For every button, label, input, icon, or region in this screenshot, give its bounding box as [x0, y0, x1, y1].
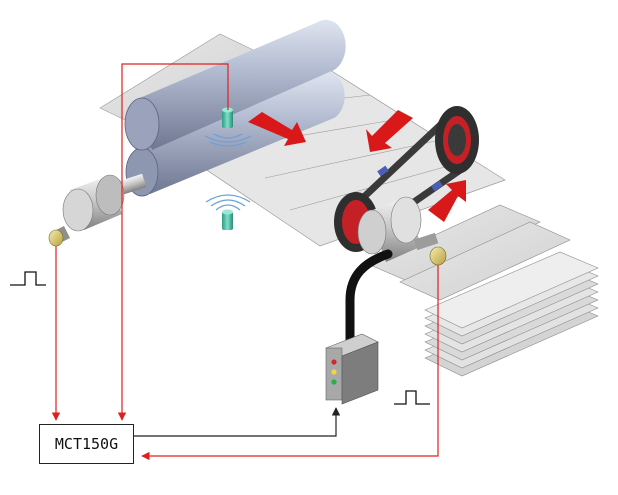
encoder-left: [48, 226, 70, 247]
controller-box: MCT150G: [39, 424, 134, 464]
motor-right: [357, 196, 439, 262]
controller-label: MCT150G: [54, 435, 119, 453]
cut-sheets: [369, 204, 571, 301]
proximity-sensor-upper: [204, 107, 252, 147]
flow-arrow-icon: [248, 110, 466, 222]
motor-left: [62, 173, 147, 232]
sheet-stack: [424, 251, 599, 377]
pulse-waveform-icon-left: [10, 271, 46, 286]
signal-wiring: [51, 63, 439, 461]
proximity-sensor-lower: [205, 194, 251, 230]
pulse-waveform-icon-right: [394, 390, 430, 405]
signal-indicator-box: [325, 333, 379, 405]
roller-upper: [124, 19, 346, 151]
encoder-right: [429, 246, 447, 266]
motor-cable: [345, 249, 393, 350]
belt-drive: [334, 106, 479, 252]
